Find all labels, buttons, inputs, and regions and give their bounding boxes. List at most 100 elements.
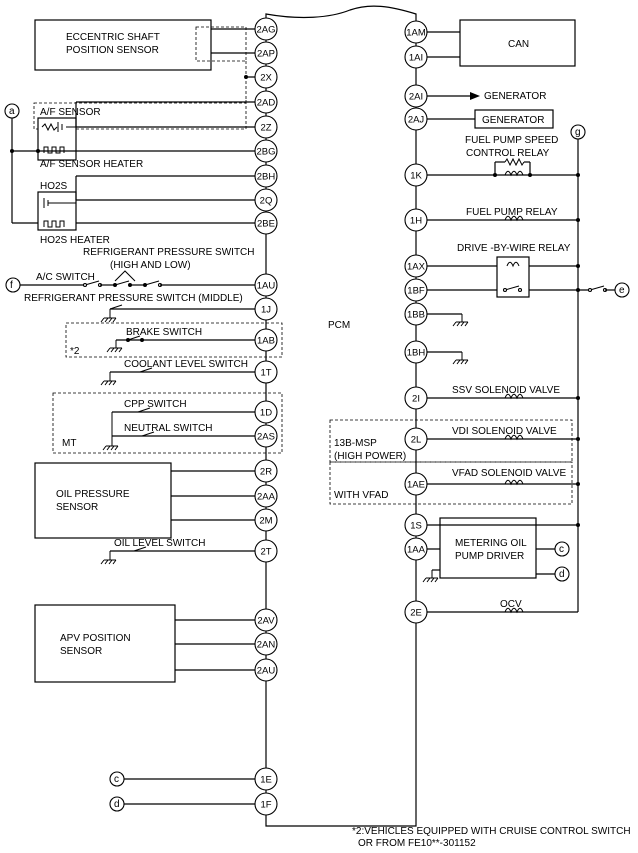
pcm-pin-left-2ad — [254, 90, 278, 114]
ref-hl-label-1: REFRIGERANT PRESSURE SWITCH — [83, 247, 255, 258]
pcm-pin-right-1ax — [404, 254, 428, 278]
connector-d-left-label: d — [114, 799, 120, 810]
ho2s-label: HO2S — [40, 181, 68, 192]
pcm-pin-left-2q — [254, 188, 278, 212]
pcm-pin-right-1k — [404, 163, 428, 187]
pcm-pin-label: 2AI — [409, 92, 423, 103]
connector-c-left-label: c — [114, 774, 119, 785]
connector-c-right-label: c — [559, 544, 564, 555]
pcm-pin-label: 1AI — [409, 53, 423, 64]
pcm-right-pins: 1AM1AI2AI2AJ1K1H1AX1BF1BB1BH2I2L1AE1S1AA… — [404, 20, 428, 624]
pcm-pin-label: 2AU — [257, 666, 276, 677]
pcm-pin-right-1bb — [404, 302, 428, 326]
connector-d-right — [554, 566, 570, 582]
pcm-pin-label: 2E — [410, 608, 422, 619]
pcm-pin-label: 1J — [261, 305, 271, 316]
pcm-pin-right-2ai — [404, 84, 428, 108]
pcm-pin-right-1aa — [404, 537, 428, 561]
pcm-pin-right-1am — [404, 20, 428, 44]
af-sensor-element — [37, 117, 77, 161]
pcm-pin-label: 2Z — [260, 123, 271, 134]
fp-relay-label: FUEL PUMP RELAY — [466, 207, 558, 218]
pcm-pin-left-1d — [254, 400, 278, 424]
connector-e-label: e — [619, 285, 625, 296]
pcm-pin-left-2r — [254, 459, 278, 483]
pcm-pin-left-2t — [254, 539, 278, 563]
pcm-pin-label: 2I — [412, 394, 420, 405]
pcm-pin-left-2au — [254, 658, 278, 682]
pcm-pin-left-2ap — [254, 41, 278, 65]
dbw-label: DRIVE -BY-WIRE RELAY — [457, 243, 571, 254]
vfad-group — [329, 461, 573, 505]
pcm-pin-label: 2AA — [257, 492, 276, 503]
pcm-pin-left-1au — [254, 273, 278, 297]
ssv-label: SSV SOLENOID VALVE — [452, 385, 560, 396]
pcm-pin-left-1j — [254, 297, 278, 321]
pcm-pin-label: 2AJ — [408, 115, 425, 126]
ocv-label: OCV — [500, 599, 522, 610]
af-shield — [33, 102, 247, 130]
footnote-1: *2:VEHICLES EQUIPPED WITH CRUISE CONTROL… — [352, 826, 631, 837]
pcm-pin-label: 1AX — [407, 262, 426, 273]
eccentric-label-2: POSITION SENSOR — [66, 45, 159, 56]
metering-label-2: PUMP DRIVER — [455, 551, 524, 562]
pcm-pin-label: 2BE — [257, 219, 275, 230]
oil-pressure-box — [34, 462, 172, 539]
pcm-pin-right-1bf — [404, 278, 428, 302]
pcm-pin-label: 1AU — [257, 281, 276, 292]
connector-c-right — [554, 541, 570, 557]
brake-label: BRAKE SWITCH — [126, 327, 202, 338]
footnote-2: OR FROM FE10**-301152 — [358, 838, 476, 849]
brake-group — [65, 322, 283, 358]
connector-g-label: g — [575, 127, 581, 138]
eccentric-sensor-box — [34, 19, 212, 71]
apv-label-2: SENSOR — [60, 646, 102, 657]
pcm-pin-left-2aa — [254, 484, 278, 508]
pcm-pin-left-2av — [254, 608, 278, 632]
vdi-label: VDI SOLENOID VALVE — [452, 426, 557, 437]
pcm-pin-label: 2AN — [257, 640, 276, 651]
apv-box — [34, 604, 176, 683]
pcm-pin-left-2be — [254, 211, 278, 235]
pcm-pin-left-2m — [254, 508, 278, 532]
pcm-pin-label: 2T — [260, 547, 271, 558]
af-heater-label: A/F SENSOR HEATER — [40, 159, 143, 170]
oil-level-label: OIL LEVEL SWITCH — [114, 538, 206, 549]
pcm-pin-label: 1S — [410, 521, 422, 532]
pcm-pin-label: 1AE — [407, 480, 425, 491]
pcm-pin-label: 1H — [410, 216, 422, 227]
pcm-label: PCM — [328, 320, 350, 331]
pcm-pin-label: 2BH — [257, 172, 276, 183]
pcm-pin-left-1ab — [254, 328, 278, 352]
connector-f-label: f — [10, 280, 13, 291]
pcm-pin-label: 2AV — [257, 616, 275, 627]
pcm-pin-left-2x — [254, 65, 278, 89]
pcm-pin-label: 1AA — [407, 545, 426, 556]
pcm-pin-left-2ag — [254, 17, 278, 41]
pcm-pin-label: 2L — [411, 435, 422, 446]
cpp-label: CPP SWITCH — [124, 399, 187, 410]
pcm-pin-label: 1K — [410, 171, 422, 182]
pcm-pin-right-1h — [404, 208, 428, 232]
oil-pressure-label-1: OIL PRESSURE — [56, 489, 130, 500]
pcm-pin-left-2bg — [254, 139, 278, 163]
generator-out-label: GENERATOR — [484, 91, 546, 102]
ref-hl-label-2: (HIGH AND LOW) — [110, 260, 191, 271]
note-mark: *2 — [70, 346, 80, 357]
pcm-pin-right-1bh — [404, 340, 428, 364]
pcm-pin-label: 1F — [260, 800, 271, 811]
pcm-pin-label: 2AS — [257, 432, 275, 443]
pcm-pin-label: 2M — [259, 516, 272, 527]
coolant-label: COOLANT LEVEL SWITCH — [124, 359, 248, 370]
pcm-pin-label: 1BH — [407, 348, 426, 359]
pcm-pin-left-2bh — [254, 164, 278, 188]
pcm-pin-right-1s — [404, 513, 428, 537]
pcm-pin-left-2as — [254, 424, 278, 448]
pcm-pin-label: 2BG — [256, 147, 275, 158]
pcm-pin-left-2an — [254, 632, 278, 656]
pcm-pin-label: 1D — [260, 408, 272, 419]
oil-pressure-label-2: SENSOR — [56, 502, 98, 513]
apv-label-1: APV POSITION — [60, 633, 131, 644]
